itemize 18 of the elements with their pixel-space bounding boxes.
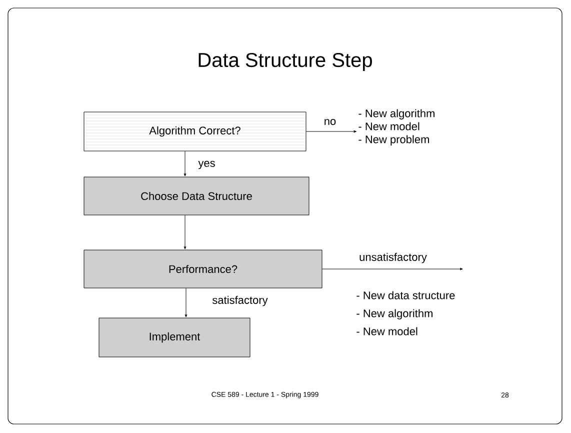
process-box: Performance? [84,250,322,288]
option-item: - New data structure [356,291,455,300]
option-item: - New algorithm [356,309,432,320]
slide-title: Data Structure Step [198,52,372,72]
arrow [184,215,186,250]
process-box: Algorithm Correct? [84,112,306,152]
edge-label: no [324,119,336,125]
option-list: - New algorithm - New model - New problem [358,109,434,146]
option-item: - New model [356,327,418,336]
edge-label: satisfactory [212,296,268,306]
arrow [184,288,188,318]
process-box: Choose Data Structure [84,176,310,216]
edge-label: unsatisfactory [360,252,427,264]
process-box: Implement [98,318,250,358]
arrow [306,130,357,133]
edge-label: yes [198,160,215,170]
arrow [184,150,186,176]
arrow [322,268,463,270]
